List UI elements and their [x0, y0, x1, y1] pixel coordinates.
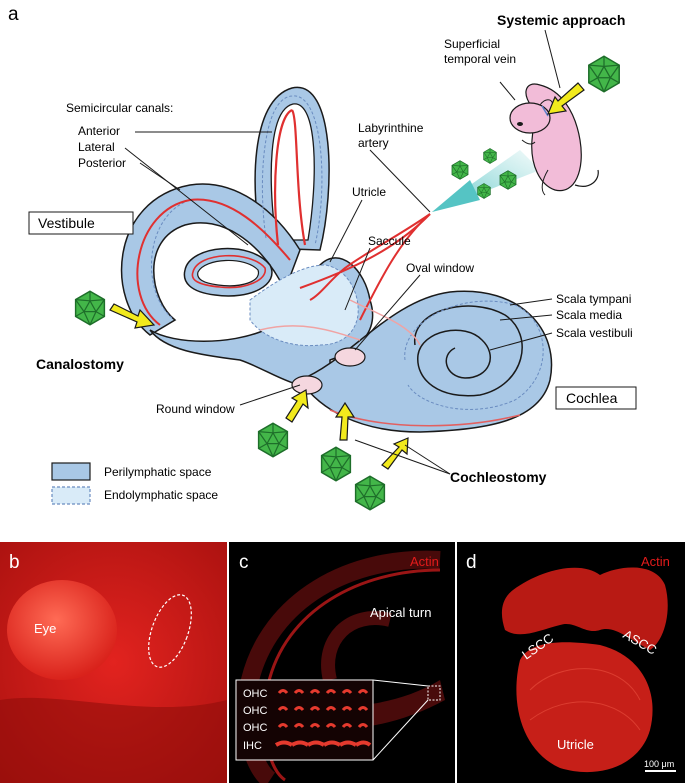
virus-icon — [588, 55, 620, 93]
label-round-window: Round window — [156, 402, 235, 416]
label-posterior: Posterior — [78, 156, 126, 170]
arrow-cochleostomy-2 — [381, 437, 409, 470]
label-scala-vestibuli: Scala vestibuli — [556, 326, 633, 340]
legend-swatch-perilymph — [51, 462, 91, 481]
arrow-cochleostomy-1 — [334, 401, 356, 441]
virus-icon — [320, 446, 352, 482]
label-cochlea: Cochlea — [566, 390, 618, 406]
arrow-round-window — [285, 389, 309, 423]
virus-icon — [74, 290, 106, 326]
eye-region — [7, 580, 117, 680]
cochlea-body — [298, 290, 553, 433]
row-label-ohc-3: OHC — [243, 722, 268, 734]
label-semicircular-canals: Semicircular canals: — [66, 101, 173, 115]
mouse-pup-icon — [509, 83, 599, 196]
panel-b: b Eye — [0, 542, 227, 783]
inner-ear-labyrinth — [120, 86, 553, 433]
panel-a-letter: a — [8, 4, 19, 25]
cochlea-box — [555, 386, 637, 410]
label-apical-turn: Apical turn — [370, 605, 431, 620]
row-label-ihc: IHC — [243, 740, 262, 752]
injection-site-outline — [148, 594, 192, 668]
zoom-region — [427, 685, 441, 701]
label-systemic-approach: Systemic approach — [497, 12, 625, 28]
cochlea-endolymph-spiral — [414, 305, 523, 397]
leader-lines — [124, 29, 561, 475]
panel-d-letter: d — [466, 552, 477, 573]
label-cochleostomy: Cochleostomy — [450, 469, 547, 485]
label-saccule: Saccule — [368, 234, 411, 248]
vestibule-box — [28, 211, 134, 235]
label-artery: artery — [358, 136, 389, 150]
label-anterior: Anterior — [78, 124, 120, 138]
arrow-systemic — [547, 82, 585, 115]
round-window — [291, 375, 323, 395]
label-labyrinthine: Labyrinthine — [358, 121, 424, 135]
label-lateral: Lateral — [78, 140, 115, 154]
label-vestibule: Vestibule — [38, 215, 95, 231]
row-label-ohc-2: OHC — [243, 705, 268, 717]
hair-cell-rows — [274, 689, 372, 747]
virus-icon — [451, 160, 469, 180]
arrow-canalostomy — [109, 303, 156, 329]
posterior-canal — [120, 183, 301, 336]
label-superficial: Superficial — [444, 37, 500, 51]
panel-c: c Actin Apical turn OHC OHC OHC IHC — [229, 542, 455, 783]
legend-endolymphatic: Endolymphatic space — [104, 488, 218, 502]
scale-bar-label: 100 μm — [644, 759, 674, 769]
label-oval-window: Oval window — [406, 261, 474, 275]
label-scala-media: Scala media — [556, 308, 622, 322]
legend-perilymphatic: Perilymphatic space — [104, 465, 212, 479]
panel-c-stain: Actin — [410, 554, 439, 569]
vessels — [136, 109, 431, 346]
label-utricle: Utricle — [352, 185, 386, 199]
virus-icon — [483, 148, 497, 164]
label-canalostomy: Canalostomy — [36, 356, 124, 372]
panel-c-letter: c — [239, 552, 249, 573]
row-label-ohc-1: OHC — [243, 688, 268, 700]
label-temporal-vein: temporal vein — [444, 52, 516, 66]
panel-a: a — [8, 4, 637, 511]
panel-d-stain: Actin — [641, 554, 670, 569]
oval-window — [334, 347, 366, 367]
crista-ampullaris — [501, 567, 668, 650]
panel-b-letter: b — [9, 552, 20, 573]
legend: Perilymphatic space Endolymphatic space — [51, 462, 218, 505]
utricle-saccule-endolymph — [249, 264, 359, 347]
label-eye: Eye — [34, 621, 56, 636]
utricle-macula — [516, 642, 653, 773]
injection-arrows — [109, 82, 585, 470]
label-utricle-d: Utricle — [557, 737, 594, 752]
virus-icon — [257, 422, 289, 458]
legend-swatch-endolymph — [51, 486, 91, 505]
label-scala-tympani: Scala tympani — [556, 292, 631, 306]
panel-d: d Actin LSCC ASCC Utricle 100 μm — [457, 542, 685, 783]
virus-icon — [354, 475, 386, 511]
